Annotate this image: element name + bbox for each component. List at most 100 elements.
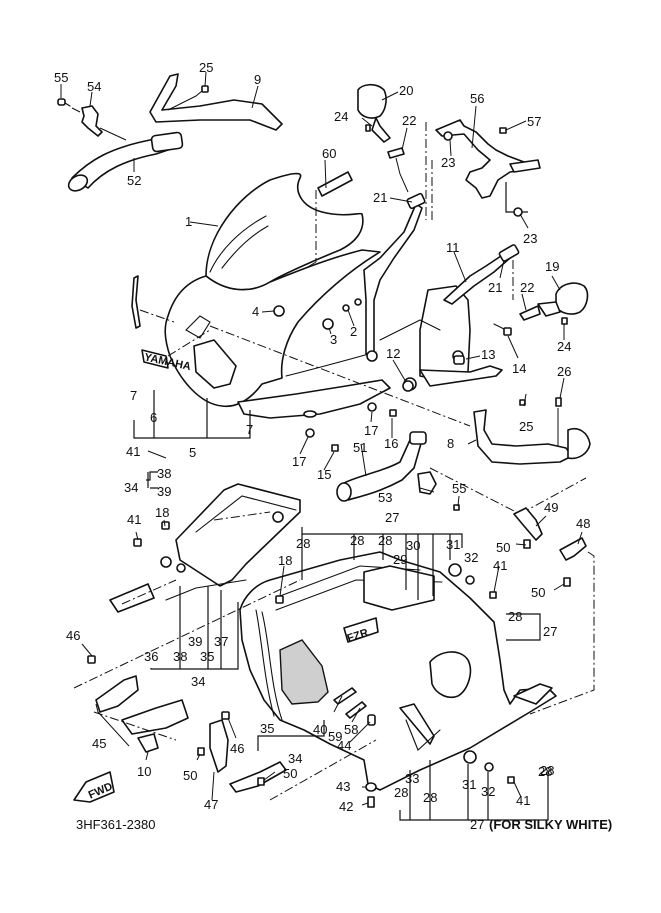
screw-2 [342,304,350,312]
callout-43[interactable]: 43 [336,779,350,794]
callout-29[interactable]: 29 [393,552,407,567]
callout-17[interactable]: 17 [364,423,378,438]
callout-18[interactable]: 18 [155,505,169,520]
callout-18[interactable]: 18 [278,553,292,568]
callout-34[interactable]: 34 [288,751,302,766]
callout-38[interactable]: 38 [173,649,187,664]
callout-1[interactable]: 1 [185,214,192,229]
callout-24[interactable]: 24 [334,109,348,124]
callout-31[interactable]: 31 [462,777,476,792]
callout-51[interactable]: 51 [353,440,367,455]
callout-4[interactable]: 4 [252,304,259,319]
callout-8[interactable]: 8 [447,436,454,451]
callout-49[interactable]: 49 [544,500,558,515]
callout-25[interactable]: 25 [199,60,213,75]
callout-22[interactable]: 22 [520,280,534,295]
callout-41[interactable]: 41 [516,793,530,808]
callout-48[interactable]: 48 [576,516,590,531]
callout-41[interactable]: 41 [127,512,141,527]
callout-21[interactable]: 21 [488,280,502,295]
callout-13[interactable]: 13 [481,347,495,362]
callout-40[interactable]: 40 [313,722,327,737]
nut-18-left [161,521,170,530]
screw-57 [499,127,507,134]
callout-35[interactable]: 35 [200,649,214,664]
callout-30[interactable]: 30 [406,538,420,553]
callout-28[interactable]: 28 [394,785,408,800]
callout-28[interactable]: 28 [296,536,310,551]
callout-55[interactable]: 55 [452,481,466,496]
bracket-45 [95,675,139,713]
callout-31[interactable]: 31 [446,537,460,552]
callout-24[interactable]: 24 [557,339,571,354]
callout-28[interactable]: 28 [538,764,552,779]
callout-6[interactable]: 6 [150,410,157,425]
callout-32[interactable]: 32 [464,550,478,565]
callout-52[interactable]: 52 [127,173,141,188]
callout-36[interactable]: 36 [144,649,158,664]
callout-21[interactable]: 21 [373,190,387,205]
bolt-14 [493,323,512,336]
callout-39[interactable]: 39 [188,634,202,649]
callout-50[interactable]: 50 [183,768,197,783]
callout-45[interactable]: 45 [92,736,106,751]
callout-7[interactable]: 7 [246,422,253,437]
callout-28[interactable]: 28 [508,609,522,624]
callout-41[interactable]: 41 [126,444,140,459]
callout-50[interactable]: 50 [496,540,510,555]
callout-50[interactable]: 50 [531,585,545,600]
callout-15[interactable]: 15 [317,467,331,482]
callout-33[interactable]: 33 [405,771,419,786]
callout-54[interactable]: 54 [87,79,101,94]
callout-3[interactable]: 3 [330,332,337,347]
callout-14[interactable]: 14 [512,361,526,376]
callout-7[interactable]: 7 [130,388,137,403]
callout-23[interactable]: 23 [523,231,537,246]
callout-2[interactable]: 2 [350,324,357,339]
callout-5[interactable]: 5 [189,445,196,460]
callout-28[interactable]: 28 [378,533,392,548]
callout-20[interactable]: 20 [399,83,413,98]
callout-27[interactable]: 27 [385,510,399,525]
callout-34[interactable]: 34 [191,674,205,689]
bolt-50-left [197,747,205,756]
callout-25[interactable]: 25 [519,419,533,434]
callout-32[interactable]: 32 [481,784,495,799]
callout-27[interactable]: 27 [543,624,557,639]
callout-55[interactable]: 55 [54,70,68,85]
callout-17[interactable]: 17 [292,454,306,469]
callout-26[interactable]: 26 [557,364,571,379]
bolt-50b [563,577,571,587]
callout-19[interactable]: 19 [545,259,559,274]
callout-16[interactable]: 16 [384,436,398,451]
callout-56[interactable]: 56 [470,91,484,106]
callout-9[interactable]: 9 [254,72,261,87]
callout-28[interactable]: 28 [350,533,364,548]
callout-28[interactable]: 28 [540,763,554,778]
callout-41[interactable]: 41 [493,558,507,573]
callout-22[interactable]: 22 [402,113,416,128]
callout-47[interactable]: 47 [204,797,218,812]
callout-37[interactable]: 37 [214,634,228,649]
callout-23[interactable]: 23 [441,155,455,170]
callout-28[interactable]: 28 [423,790,437,805]
callout-59[interactable]: 59 [328,729,342,744]
callout-53[interactable]: 53 [378,490,392,505]
callout-60[interactable]: 60 [322,146,336,161]
callout-11[interactable]: 11 [446,240,460,255]
callout-35[interactable]: 35 [260,721,274,736]
callout-58[interactable]: 58 [344,722,358,737]
bracket-49 [513,507,543,541]
callout-38[interactable]: 38 [157,466,171,481]
callout-50[interactable]: 50 [283,766,297,781]
callout-57[interactable]: 57 [527,114,541,129]
callout-44[interactable]: 44 [337,738,351,753]
callout-46[interactable]: 46 [230,741,244,756]
callout-12[interactable]: 12 [386,346,400,361]
callout-39[interactable]: 39 [157,484,171,499]
callout-42[interactable]: 42 [339,799,353,814]
callout-46[interactable]: 46 [66,628,80,643]
screw-24-top [365,124,371,132]
callout-10[interactable]: 10 [137,764,151,779]
callout-34[interactable]: 34 [124,480,138,495]
